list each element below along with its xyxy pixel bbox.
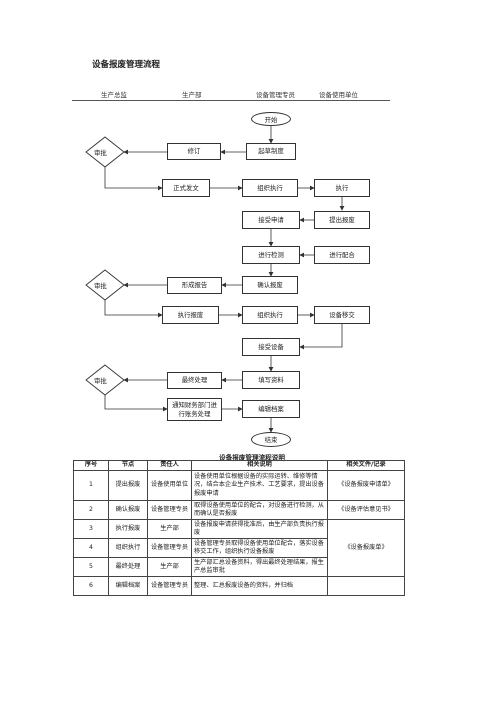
cell-desc: 取得设备使用单位的配合，对设备进行检测，从而确认是否报废 (191, 500, 328, 520)
table-row: 1 提出报废 设备使用单位 设备使用单位根据设备的实际运转、维修等情况，结合本企… (73, 470, 405, 501)
revise-box: 修订 (167, 143, 221, 160)
col-header-owner: 责任人 (147, 460, 192, 471)
cell-owner: 设备管理专员 (147, 576, 192, 596)
receive-equipment-box: 接受设备 (242, 338, 300, 356)
table-row: 2 确认报废 设备管理专员 取得设备使用单位的配合，对设备进行检测，从而确认是否… (73, 500, 405, 520)
cell-node: 确认报废 (108, 500, 148, 520)
cell-owner: 生产部 (147, 557, 192, 577)
cell-desc: 整理、汇总报废设备的资料，并归档 (191, 576, 328, 596)
receive-request-box: 接受申请 (242, 211, 300, 229)
inspect-box: 进行检测 (242, 246, 300, 264)
cell-no: 3 (73, 519, 109, 539)
cell-node: 组织执行 (108, 538, 148, 558)
cell-owner: 设备管理专员 (147, 500, 192, 520)
organize1-box: 组织执行 (242, 179, 298, 197)
table-title: 设备报废管理流程说明 (219, 454, 285, 462)
table-row: 3 执行报废 生产部 设备报废申请获得批准后，由生产部负责执行报废 《设备报废单… (73, 519, 405, 577)
compile-archive-box: 编辑档案 (242, 400, 300, 418)
cell-desc: 设备使用单位根据设备的实际运转、维修等情况，结合本企业生产技术、工艺要求，提出设… (191, 470, 328, 501)
cell-no: 6 (73, 576, 109, 596)
draft-box: 起草制度 (246, 143, 296, 160)
cell-node: 提出报废 (108, 470, 148, 501)
cell-desc: 生产部汇总设备资料，得出最终处理结果，报生产总监审批 (191, 557, 328, 577)
form-report-box: 形成报告 (167, 277, 222, 294)
publish-box: 正式发文 (162, 179, 210, 197)
approve2-diamond (85, 269, 125, 301)
cell-docs: 《设备报废申请单》 (327, 470, 405, 501)
cell-no: 2 (73, 500, 109, 520)
end-node: 结束 (251, 432, 291, 447)
cell-docs: 《设备评估意见书》 (327, 500, 405, 520)
notify-finance-box: 通知财务部门进行账务处理 (167, 398, 222, 421)
col-header-docs: 相关文件/记录 (327, 460, 405, 471)
fill-info-box: 填写资料 (242, 371, 300, 389)
page-title: 设备报废管理流程 (92, 60, 161, 70)
start-node: 开始 (251, 112, 291, 126)
cell-desc: 设备管理专员取得设备使用单位配合，落实设备移交工作，组织执行设备报废 (191, 538, 328, 558)
process-description-table: 序号 节点 责任人 相关说明 相关文件/记录 1 提出报废 设备使用单位 设备使… (73, 460, 405, 596)
cell-node: 最终处理 (108, 557, 148, 577)
approve1-label: 审批 (94, 149, 107, 157)
cell-docs: 《设备报废单》 (327, 519, 405, 577)
organize2-box: 组织执行 (242, 306, 298, 324)
lane-header-equipment-admin: 设备管理专员 (256, 91, 295, 99)
confirm-scrap-box: 确认报废 (242, 276, 298, 294)
approve3-diamond (85, 364, 125, 396)
approve1-diamond (85, 136, 125, 168)
col-header-no: 序号 (73, 460, 109, 471)
table-row: 6 编辑档案 设备管理专员 整理、汇总报废设备的资料，并归档 (73, 576, 405, 596)
cell-no: 4 (73, 538, 109, 558)
lane-header-user-unit: 设备使用单位 (319, 91, 358, 99)
approve2-label: 审批 (94, 282, 107, 290)
cell-owner: 生产部 (147, 519, 192, 539)
execute-box: 执行 (314, 179, 370, 197)
execute-scrap-box: 执行报废 (162, 306, 219, 324)
cooperate-box: 进行配合 (314, 246, 370, 264)
cell-node: 执行报废 (108, 519, 148, 539)
lane-header-production: 生产部 (182, 91, 202, 99)
cell-node: 编辑档案 (108, 576, 148, 596)
cell-docs (327, 576, 405, 596)
cell-desc: 设备报废申请获得批准后，由生产部负责执行报废 (191, 519, 328, 539)
cell-no: 5 (73, 557, 109, 577)
col-header-desc: 相关说明 (191, 460, 328, 471)
cell-no: 1 (73, 470, 109, 501)
lane-header-director: 生产总监 (101, 91, 127, 99)
apply-scrap-box: 提出报废 (314, 211, 370, 229)
col-header-node: 节点 (108, 460, 148, 471)
approve3-label: 审批 (94, 377, 107, 385)
final-process-box: 最终处理 (167, 372, 222, 389)
cell-owner: 设备使用单位 (147, 470, 192, 501)
lane-divider (72, 100, 390, 101)
transfer-box: 设备移交 (314, 306, 370, 324)
cell-owner: 设备管理专员 (147, 538, 192, 558)
